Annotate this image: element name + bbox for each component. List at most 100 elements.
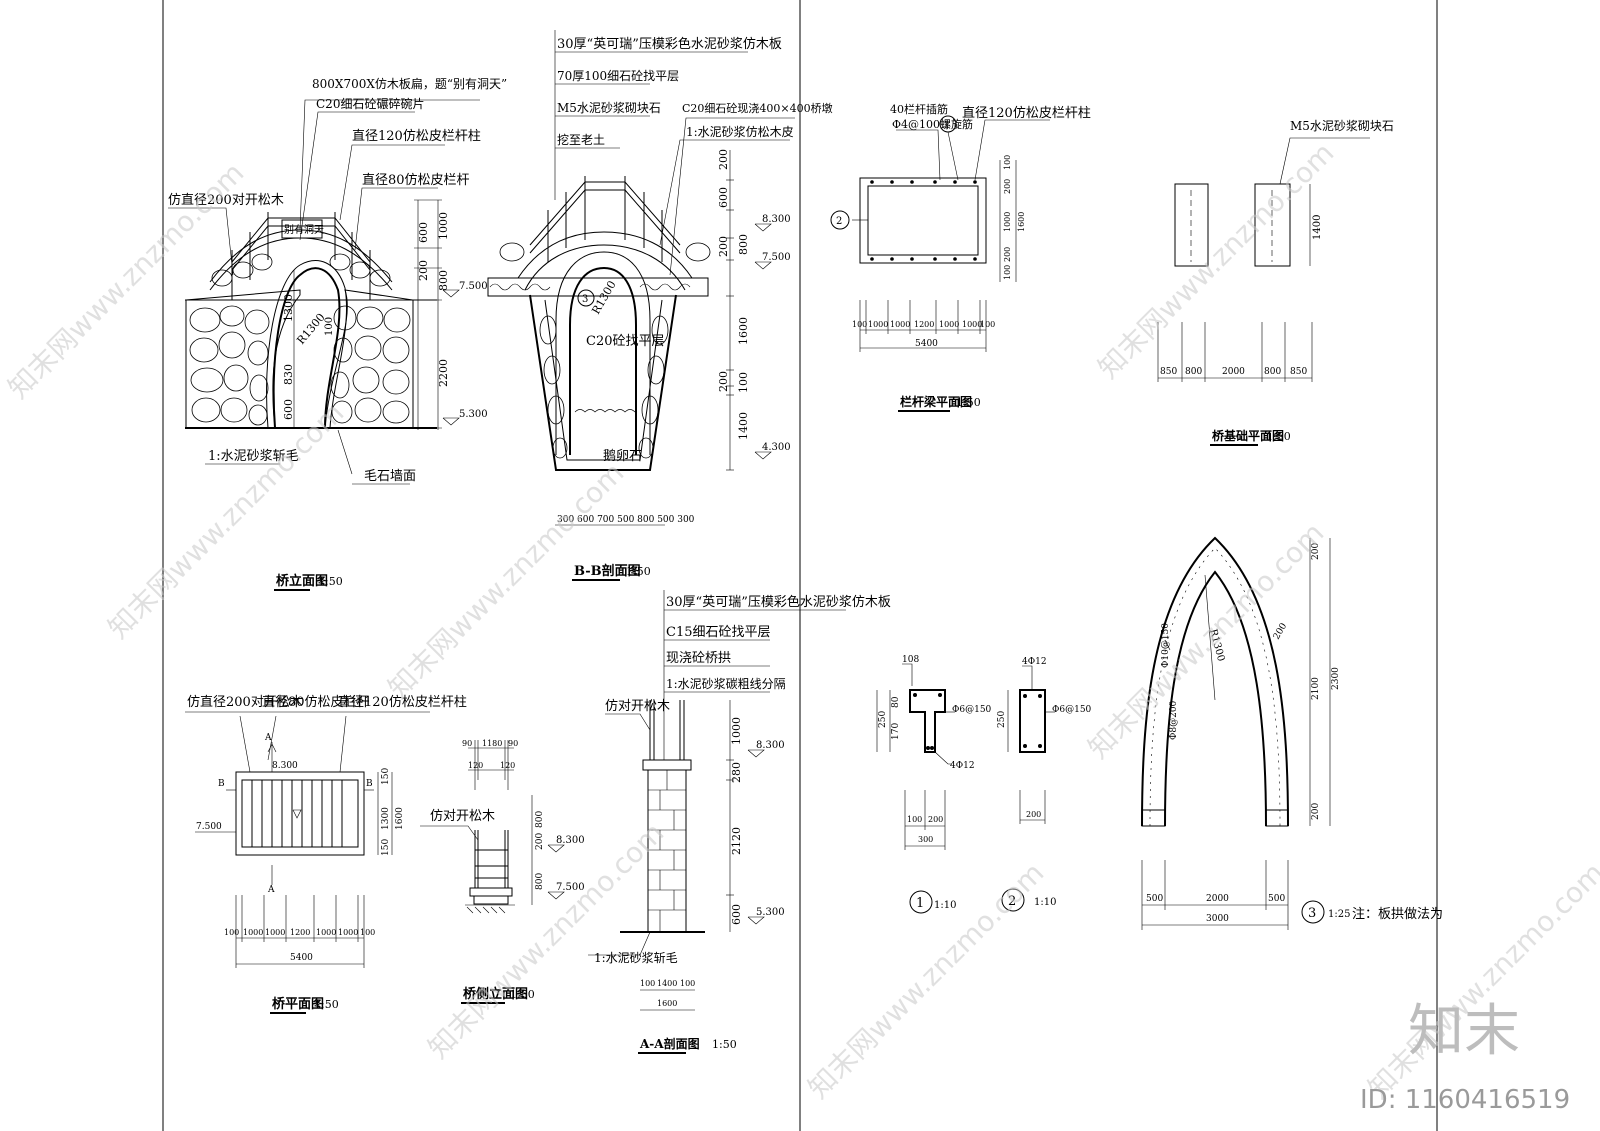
- bp-h-2: 1000: [265, 928, 285, 937]
- scale-section-aa: 1:50: [712, 1038, 737, 1051]
- bp-h-5: 1000: [338, 928, 358, 937]
- d1-scale: 1:10: [934, 900, 956, 911]
- aa-level-8300: 8.300: [756, 740, 785, 751]
- aa-total: 1600: [657, 999, 677, 1008]
- d1-label-108: 108: [902, 655, 919, 665]
- aa-v-1000: 1000: [730, 717, 743, 745]
- rbp-marker-1: 1: [944, 120, 950, 131]
- aa-v-2120: 2120: [730, 827, 743, 855]
- plaque-label: 别有洞天: [284, 223, 324, 236]
- note-post: 直径120仿松皮栏杆柱: [352, 129, 481, 144]
- detail-2: 4Φ12 Φ6@150 250 200 2 1:10: [997, 657, 1092, 912]
- d3-v-200b: 200: [1311, 803, 1321, 820]
- note-c20: C20细石砼碾碎碗片: [316, 96, 424, 111]
- scale-bridge-plan: 1:50: [314, 998, 339, 1011]
- bb-note-pebble: 鹅卵石: [603, 448, 642, 464]
- rbp-total: 5400: [915, 339, 938, 349]
- rbp-v-1000: 1000: [1003, 212, 1012, 232]
- se-v-800b: 800: [535, 873, 545, 890]
- aa-h-100a: 100: [640, 979, 655, 988]
- bp-mark-a-bot: A: [267, 885, 275, 895]
- bp-v-1600: 1600: [395, 807, 405, 830]
- foundation-plan: M5水泥砂浆砌块石 1400 850 800 2000 800 850 桥基础平…: [1157, 118, 1394, 446]
- d1-h-300: 300: [918, 835, 933, 844]
- se-note: 仿对开松木: [430, 809, 495, 824]
- watermark-brand: 知末网www.znzmo.com: [2, 156, 251, 405]
- aa-v-600: 600: [730, 904, 743, 925]
- d2-scale: 1:10: [1034, 897, 1056, 908]
- title-foundation-plan: 桥基础平面图: [1212, 428, 1284, 443]
- scale-rail-beam-plan: 1:50: [956, 396, 981, 409]
- title-bridge-elevation: 桥立面图: [276, 573, 328, 589]
- watermark-brand: 知末网www.znzmo.com: [802, 856, 1051, 1105]
- d1-marker: 1: [916, 896, 924, 911]
- bb-dim-200: 200: [717, 149, 730, 170]
- rbp-h-5: 1000: [962, 320, 982, 329]
- fp-note: M5水泥砂浆砌块石: [1290, 118, 1394, 133]
- watermark-layer: 知末网www.znzmo.com 知末网www.znzmo.com 知末网www…: [2, 136, 1600, 1115]
- bp-mark-a-top: A: [264, 733, 272, 743]
- bb-dim-200b: 200: [717, 236, 730, 257]
- fp-h-0: 850: [1160, 367, 1177, 377]
- note-log: 仿直径200对开松木: [168, 193, 284, 208]
- se-dim-120b: 120: [500, 761, 515, 770]
- fp-h-4: 850: [1290, 367, 1307, 377]
- d3-marker: 3: [1308, 906, 1316, 921]
- watermark-brand: 知末网www.znzmo.com: [1362, 856, 1600, 1105]
- bb-dim-800: 800: [737, 234, 750, 255]
- aa-note-arch: 现浇砼桥拱: [666, 651, 731, 666]
- note-plaque: 800X700X仿木板扁，题“别有洞天”: [312, 77, 507, 91]
- aa-note-grooves: 1:水泥砂浆碳粗线分隔: [666, 676, 786, 691]
- d2-marker: 2: [1008, 894, 1016, 909]
- d1-label-stirrup: Φ6@150: [952, 705, 992, 715]
- bb-dim-600: 600: [717, 187, 730, 208]
- bb-note-masonry: M5水泥砂浆砌块石: [557, 100, 661, 115]
- d3-scale: 1:25: [1328, 909, 1350, 920]
- note-mortar: 1:水泥砂浆斩毛: [208, 449, 299, 464]
- watermark-brand: 知末网www.znzmo.com: [422, 816, 671, 1065]
- rbp-v-1600: 1600: [1017, 212, 1026, 232]
- bp-level-7500: 7.500: [196, 822, 222, 832]
- bp-mark-b-right: B: [366, 779, 373, 789]
- bb-note-surface: 30厚“英可瑞”压模彩色水泥砂浆仿木板: [557, 36, 782, 52]
- note-rail: 直径80仿松皮栏杆: [362, 173, 470, 188]
- aa-v-280: 280: [730, 762, 743, 783]
- watermark-logo: 知末: [1408, 999, 1520, 1064]
- se-dim-90b: 90: [508, 739, 518, 748]
- rbp-h-4: 1000: [939, 320, 959, 329]
- marker-3: 3: [582, 294, 588, 305]
- bb-note-screed: 70厚100细石砼找平层: [557, 69, 679, 83]
- fp-dim-1400: 1400: [1312, 215, 1323, 240]
- bridge-plan: A A B B 仿直径200对开松木 直径80仿松皮栏杆 直径120仿松皮栏杆柱…: [185, 695, 467, 1014]
- bp-h-3: 1200: [290, 928, 310, 937]
- fp-h-2: 2000: [1222, 367, 1245, 377]
- bp-h-0: 100: [224, 928, 239, 937]
- title-side-elevation: 桥侧立面图: [463, 986, 528, 1002]
- dim-1000: 1000: [437, 212, 450, 240]
- d2-v-250: 250: [997, 711, 1007, 728]
- dim-800: 800: [437, 270, 450, 291]
- se-dim-1180: 1180: [482, 739, 502, 748]
- radius-label: R1300: [294, 311, 327, 347]
- d3-total: 3000: [1206, 914, 1229, 924]
- se-level-8300: 8.300: [556, 835, 585, 846]
- d1-label-bars: 4Φ12: [950, 761, 975, 771]
- d2-label-bars: 4Φ12: [1022, 657, 1047, 667]
- se-dim-90a: 90: [462, 739, 472, 748]
- d1-v-170: 170: [891, 723, 901, 740]
- aa-note-mortar: 1:水泥砂浆斩毛: [594, 950, 678, 965]
- bb-dim-1400: 1400: [737, 412, 750, 440]
- aa-note-surface: 30厚“英可瑞”压模彩色水泥砂浆仿木板: [666, 594, 891, 610]
- detail-1: 108 Φ6@150 4Φ12 80 170 250 100 200 300 1…: [876, 655, 992, 914]
- d3-v-2300: 2300: [1331, 667, 1341, 690]
- bp-v-150b: 150: [381, 839, 391, 856]
- fp-h-1: 800: [1185, 367, 1202, 377]
- rbp-marker-2: 2: [836, 216, 842, 227]
- title-rail-beam-plan: 栏杆梁平面图: [900, 394, 972, 409]
- dim-600: 600: [417, 222, 430, 243]
- note-stone-wall: 毛石墙面: [364, 469, 416, 484]
- bb-level-8300: 8.300: [762, 214, 791, 225]
- se-v-200: 200: [535, 833, 545, 850]
- watermark-brand: 知末网www.znzmo.com: [1092, 136, 1341, 385]
